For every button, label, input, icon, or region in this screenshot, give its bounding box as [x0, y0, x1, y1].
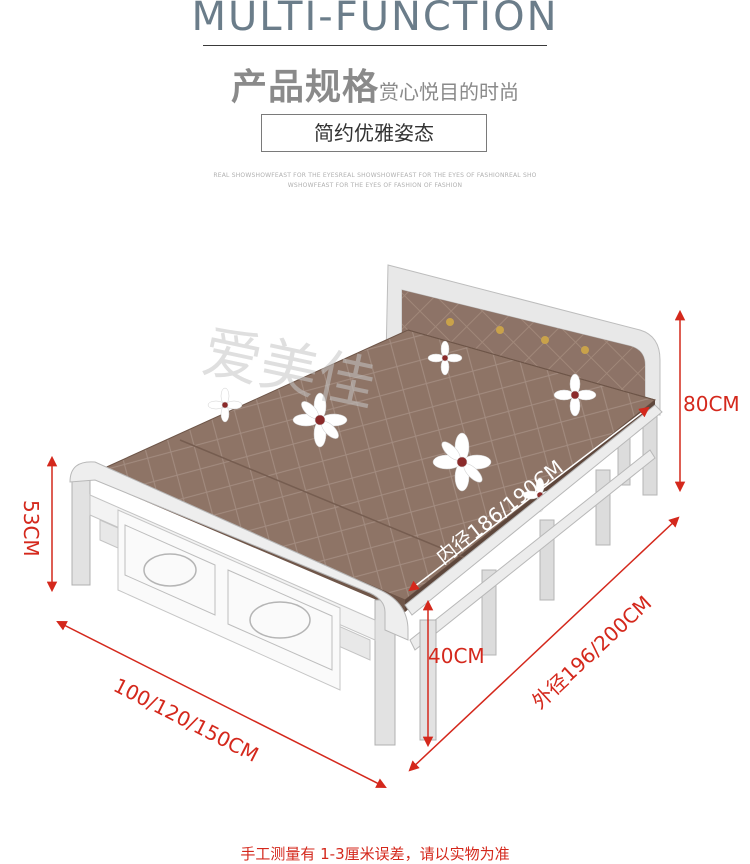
- dim-headboard-label: 80CM: [683, 392, 740, 416]
- dim-outer-label: 外径196/200CM: [527, 591, 656, 714]
- tiny-caption-1: REAL SHOWSHOWFEAST FOR THE EYESREAL SHOW…: [213, 172, 537, 179]
- dim-width-arrow: [56, 621, 387, 788]
- cn-subtitle: 赏心悦目的时尚: [379, 80, 519, 104]
- tagline-box: 简约优雅姿态: [261, 114, 487, 152]
- cn-title: 产品规格: [230, 67, 379, 108]
- header-cn: 产品规格赏心悦目的时尚: [0, 58, 750, 110]
- header-title: MULTI-FUNCTION: [191, 0, 559, 40]
- footer-note: 手工测量有 1-3厘米误差，请以实物为准: [240, 845, 510, 863]
- dim-footboard-label: 53CM: [19, 500, 43, 557]
- tiny-caption-2: WSHOWFEAST FOR THE EYES OF FASHION OF FA…: [287, 182, 463, 189]
- dim-inner-arrow: [408, 406, 650, 592]
- dim-height-label: 40CM: [428, 644, 485, 668]
- header-divider: [203, 45, 547, 46]
